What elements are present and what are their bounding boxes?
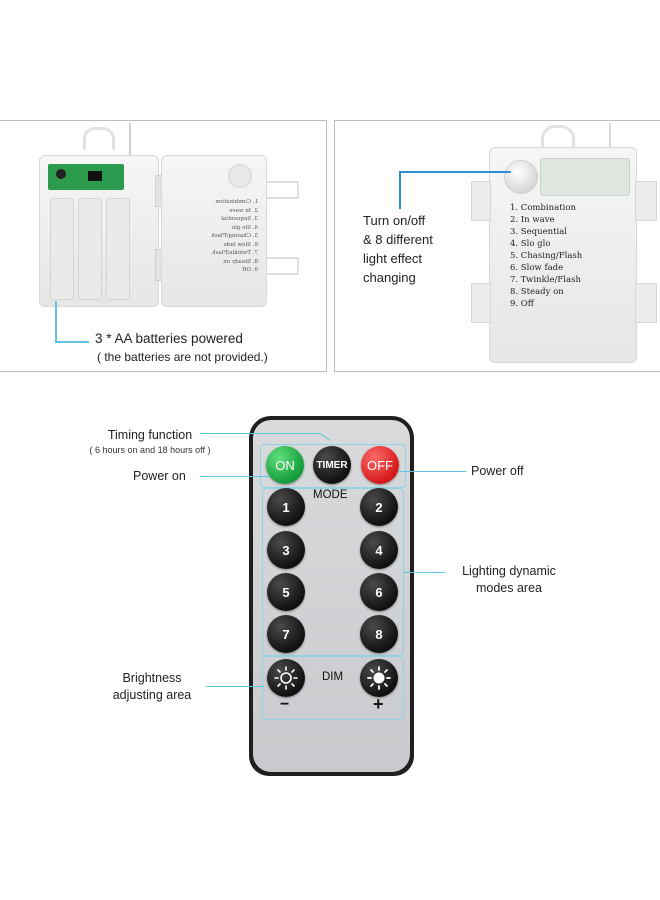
- side-tab: [471, 283, 491, 323]
- sun-outline-icon: [274, 666, 298, 690]
- mode-label: MODE: [313, 489, 348, 501]
- brightness-callout-line: [206, 686, 264, 688]
- power-on-callout-line: [200, 476, 270, 478]
- battery-lid: 1. Combination 2. In wave 3. Sequential …: [161, 155, 267, 307]
- circuit-board: [48, 164, 124, 190]
- off-button[interactable]: OFF: [361, 446, 399, 484]
- side-tab: [471, 181, 491, 221]
- power-on-callout: Power on: [133, 469, 186, 483]
- power-off-callout-line: [398, 471, 466, 473]
- sun-filled-icon: [367, 666, 391, 690]
- callout-line: [55, 341, 89, 343]
- dim-down-button[interactable]: [267, 659, 305, 697]
- battery-slot-3: [106, 198, 130, 300]
- wire: [609, 123, 611, 149]
- power-row-box: [260, 444, 406, 488]
- callout-line: [399, 171, 511, 173]
- clip: [267, 257, 299, 275]
- mode-button-6[interactable]: 6: [360, 573, 398, 611]
- timing-callout: Timing function ( 6 hours on and 18 hour…: [89, 428, 211, 456]
- timer-label: TIMER: [316, 459, 348, 471]
- mode-button-3[interactable]: 3: [267, 531, 305, 569]
- on-button[interactable]: ON: [266, 446, 304, 484]
- plus-label: +: [373, 694, 384, 714]
- battery-slot-2: [78, 198, 102, 300]
- mode-list: 1. Combination 2. In wave 3. Sequential …: [510, 203, 583, 309]
- on-label: ON: [275, 457, 295, 473]
- hang-loop: [541, 125, 575, 150]
- mirrored-mode-list: 1. Combination 2. In wave 3. Sequential …: [211, 199, 258, 273]
- dim-area-box: [262, 656, 404, 720]
- minus-label: −: [280, 696, 290, 713]
- mode-button-8[interactable]: 8: [360, 615, 398, 653]
- battery-compartment: [39, 155, 159, 307]
- battery-box-closed: 1. Combination 2. In wave 3. Sequential …: [489, 147, 637, 363]
- battery-caption: 3 * AA batteries powered ( the batteries…: [95, 331, 268, 364]
- modes-callout: Lighting dynamic modes area: [462, 564, 556, 595]
- mode-button-4[interactable]: 4: [360, 531, 398, 569]
- dim-label: DIM: [322, 671, 344, 683]
- switch-button: [228, 164, 252, 188]
- mode-button-5[interactable]: 5: [267, 573, 305, 611]
- mode-button-7[interactable]: 7: [267, 615, 305, 653]
- callout-line: [55, 301, 57, 341]
- hang-loop: [83, 127, 115, 150]
- brightness-callout: Brightness adjusting area: [112, 671, 192, 702]
- power-off-callout: Power off: [471, 464, 524, 478]
- clip: [267, 181, 299, 199]
- battery-box-open-panel: 1. Combination 2. In wave 3. Sequential …: [0, 120, 327, 372]
- mode-button-2[interactable]: 2: [360, 488, 398, 526]
- switch-caption: Turn on/off & 8 different light effect c…: [363, 213, 433, 285]
- power-button-icon: [504, 160, 538, 194]
- modes-callout-line: [403, 572, 445, 574]
- callout-line: [399, 171, 401, 209]
- side-tab: [635, 181, 657, 221]
- pcb-window: [540, 158, 630, 196]
- timing-callout-line: [200, 433, 320, 435]
- mode-button-1[interactable]: 1: [267, 488, 305, 526]
- wire: [129, 123, 131, 155]
- timer-button[interactable]: TIMER: [313, 446, 351, 484]
- side-tab: [635, 283, 657, 323]
- battery-box-closed-panel: 1. Combination 2. In wave 3. Sequential …: [334, 120, 660, 372]
- battery-slot-1: [50, 198, 74, 300]
- off-label: OFF: [367, 457, 393, 473]
- dim-up-button[interactable]: [360, 659, 398, 697]
